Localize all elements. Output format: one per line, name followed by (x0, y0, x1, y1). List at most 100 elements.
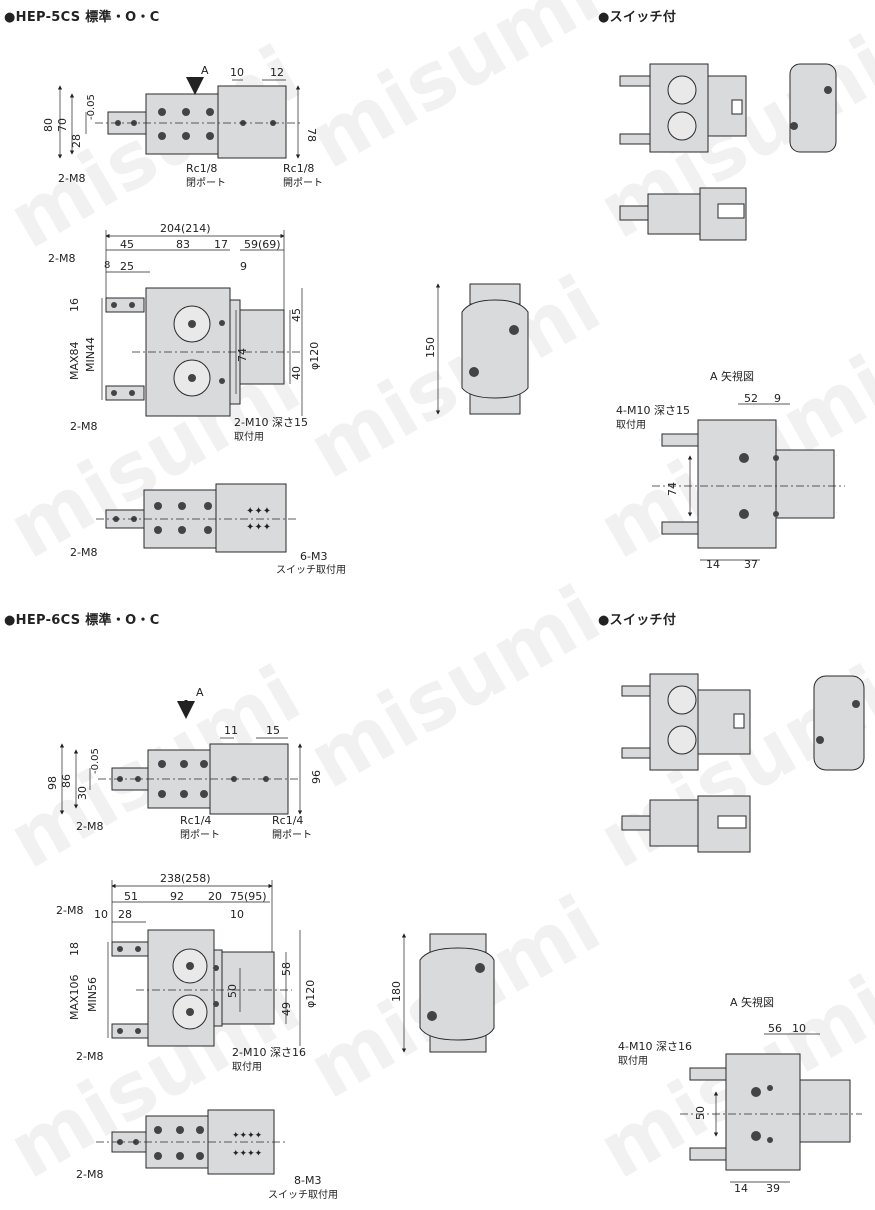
svg-text:misumi: misumi (295, 570, 615, 807)
dim-label: 取付用 (232, 1060, 262, 1073)
dim-label: Rc1/8 (283, 162, 314, 175)
hep6-top-dims (59, 700, 303, 815)
dim-label: 75(95) (230, 890, 267, 903)
dim-label: 8 (104, 260, 110, 271)
dim-label: 10 (792, 1022, 806, 1035)
dim-label: 70 (56, 118, 69, 132)
dim-label: 開ポート (272, 829, 312, 841)
hep6-switch-title: ●スイッチ付 (598, 613, 677, 628)
dim-label: スイッチ取付用 (268, 1188, 338, 1201)
hep6-switch-front (621, 673, 751, 771)
dim-label: 14 (734, 1182, 748, 1195)
dim-label: 39 (766, 1182, 780, 1195)
dim-label: 17 (214, 238, 228, 251)
dim-label: MAX84 (68, 341, 81, 380)
hep6-section-title: ●HEP-6CS 標準・O・C (4, 613, 160, 628)
dim-label: 閉ポート (180, 829, 220, 841)
dim-label: -0.05 (90, 748, 101, 774)
dim-label: 10 (94, 908, 108, 921)
dim-label: スイッチ取付用 (276, 563, 346, 576)
dim-label: 28 (70, 134, 83, 148)
dim-label: 2-M8 (76, 1168, 103, 1181)
dim-label: 51 (124, 890, 138, 903)
dim-label: 28 (118, 908, 132, 921)
dim-label: 閉ポート (186, 177, 226, 189)
hep5-top-dims (57, 77, 301, 159)
dim-label: φ120 (308, 342, 321, 370)
dim-label: 45 (290, 308, 303, 322)
dim-label: 83 (176, 238, 190, 251)
dim-label: 2-M8 (48, 252, 75, 265)
dim-label: 52 (744, 392, 758, 405)
dim-label: 25 (120, 260, 134, 273)
hep5-switch-side (789, 63, 837, 153)
hep5-switch-bottom (619, 187, 747, 241)
hep5-section-title: ●HEP-5CS 標準・O・C (4, 10, 160, 25)
dim-label: 2-M8 (56, 904, 83, 917)
dim-label: 9 (774, 392, 781, 405)
dim-label: 50 (226, 984, 239, 998)
dim-label: 49 (280, 1002, 293, 1016)
dim-label: 2-M8 (58, 172, 85, 185)
hep6-a-label: A (196, 686, 204, 699)
hep5-switch-title: ●スイッチ付 (598, 10, 677, 25)
dim-label: 取付用 (234, 430, 264, 443)
dim-label: 12 (270, 66, 284, 79)
dim-label: 58 (280, 962, 293, 976)
dim-label: MIN56 (86, 977, 99, 1012)
dim-label: Rc1/4 (180, 814, 211, 827)
dim-label: 37 (744, 558, 758, 571)
dim-label: 14 (706, 558, 720, 571)
dim-label: MAX106 (68, 974, 81, 1020)
hep6-aview-title: A 矢視図 (730, 995, 774, 1009)
dim-label: 10 (230, 66, 244, 79)
hep6-bottom-view: ✦✦✦✦✦✦✦✦ (96, 1109, 288, 1175)
hep5-side-view (461, 283, 529, 415)
dim-label: 96 (309, 770, 322, 784)
dim-label: Rc1/4 (272, 814, 303, 827)
dim-label: 11 (224, 724, 238, 737)
hep6-switch-bottom (621, 795, 751, 853)
hep5-aview-dims (687, 403, 790, 561)
svg-text:✦✦✦✦: ✦✦✦✦ (232, 1131, 263, 1141)
svg-text:misumi: misumi (295, 0, 615, 186)
dim-label: 2-M8 (76, 1050, 103, 1063)
dim-label: 4-M10 深さ16 (618, 1040, 692, 1053)
hep6-front-dims (107, 880, 301, 1046)
svg-text:misumi: misumi (295, 260, 615, 497)
dim-label: 2-M8 (76, 820, 103, 833)
dim-label: -0.05 (86, 94, 97, 120)
dim-label: 15 (266, 724, 280, 737)
dim-label: 6-M3 (300, 550, 327, 563)
dim-label: 78 (305, 128, 318, 142)
svg-text:✦✦✦: ✦✦✦ (246, 522, 271, 533)
hep6-aview-dims (713, 1033, 820, 1183)
dim-label: Rc1/8 (186, 162, 217, 175)
dim-label: 2-M10 深さ16 (232, 1046, 306, 1059)
dim-label: 238(258) (160, 872, 211, 885)
hep5-switch-front (619, 63, 747, 153)
dim-label: 98 (46, 776, 59, 790)
dim-label: 10 (230, 908, 244, 921)
dim-label: 開ポート (283, 177, 323, 189)
dim-label: 45 (120, 238, 134, 251)
svg-text:✦✦✦: ✦✦✦ (246, 506, 271, 517)
hep6-side-view (419, 933, 495, 1053)
dim-label: 2-M8 (70, 546, 97, 559)
hep5-bottom-view: ✦✦✦ ✦✦✦ (96, 483, 296, 553)
dim-label: 180 (390, 981, 403, 1002)
hep6-aview (680, 1053, 862, 1171)
dim-label: 204(214) (160, 222, 211, 235)
dim-label: φ120 (304, 980, 317, 1008)
dim-label: 取付用 (616, 418, 646, 431)
dim-label: 56 (768, 1022, 782, 1035)
dim-label: 取付用 (618, 1054, 648, 1067)
dim-label: 20 (208, 890, 222, 903)
dim-label: 9 (240, 260, 247, 273)
dim-label: 16 (68, 298, 81, 312)
dim-label: 18 (68, 942, 81, 956)
dim-label: 92 (170, 890, 184, 903)
dim-label: 74 (666, 482, 679, 496)
dim-label: 59(69) (244, 238, 281, 251)
